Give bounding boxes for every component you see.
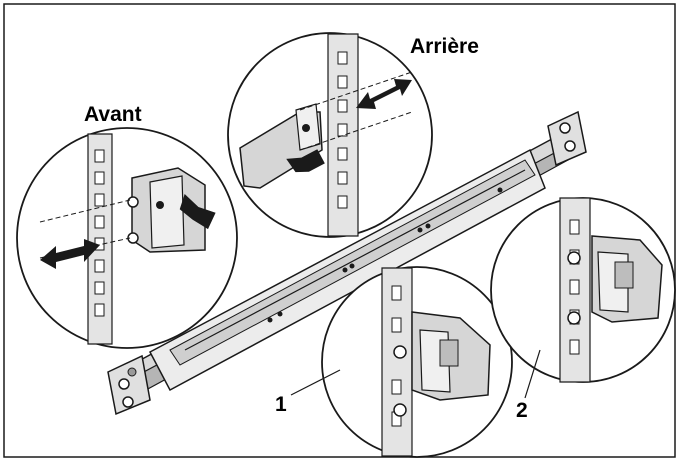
callout-2-label: 2	[516, 399, 528, 422]
rail-assembly	[107, 110, 587, 416]
callout-1-label: 1	[275, 393, 287, 416]
rail-front-bracket	[107, 354, 151, 416]
rear-label: Arrière	[410, 35, 479, 58]
diagram-frame	[3, 3, 676, 458]
callout-1-leader	[290, 369, 341, 396]
detail-1-circle	[321, 266, 513, 458]
front-detail-circle	[16, 127, 238, 349]
front-label: Avant	[84, 103, 142, 126]
rear-detail-circle	[227, 32, 433, 238]
callout-2-leader	[524, 349, 541, 399]
rail-rear-bracket	[547, 110, 587, 167]
detail-2-circle	[490, 197, 676, 383]
